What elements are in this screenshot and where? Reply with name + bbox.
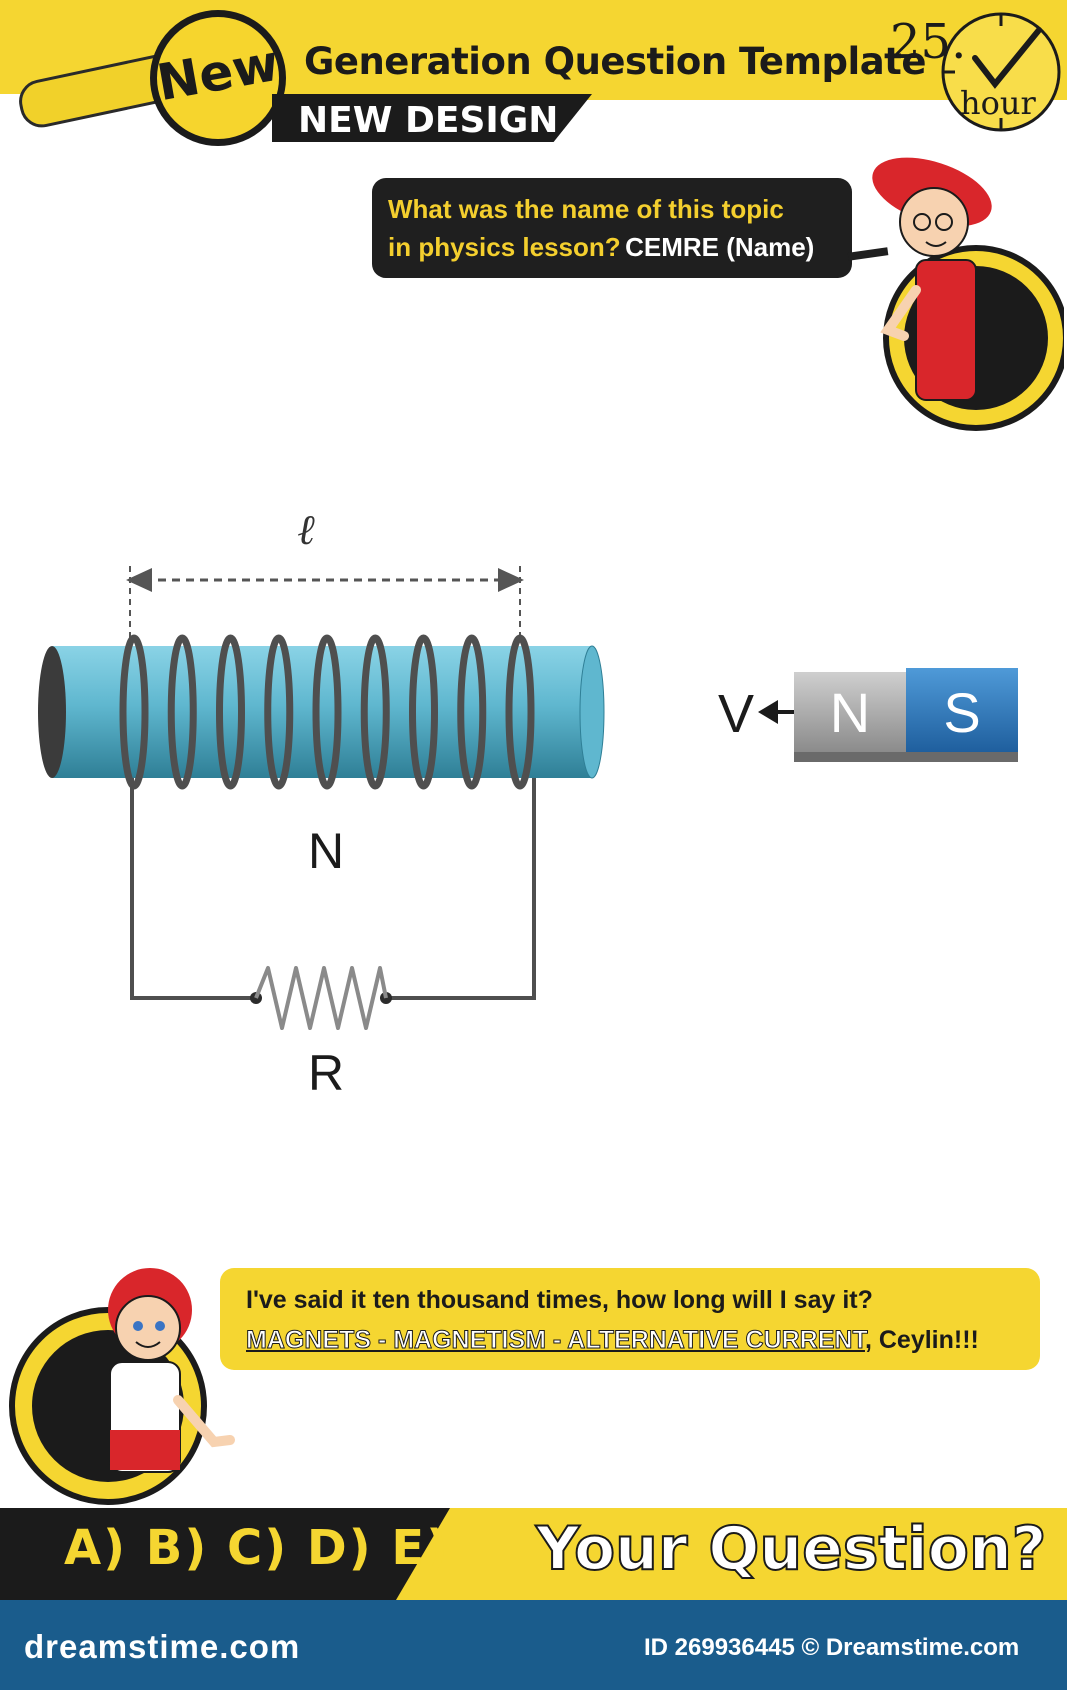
girl-character-icon (872, 157, 1064, 431)
coil-turn (167, 634, 197, 790)
length-label: ℓ (297, 505, 315, 554)
circuit-wire-right (386, 778, 536, 1000)
question-prompt: Your Question? (535, 1513, 1047, 1585)
boy-character-icon (9, 1268, 235, 1505)
resistor (254, 966, 388, 1030)
magnet-south (906, 668, 1018, 752)
arrow-right-icon (498, 568, 524, 592)
answer-bubble: I've said it ten thousand times, how lon… (220, 1268, 1040, 1370)
question-bubble: What was the name of this topic in physi… (372, 178, 852, 278)
magnet-south-label: S (943, 681, 980, 744)
coil-turn (409, 634, 438, 790)
coil-turn (216, 634, 245, 790)
answer-options-dark (0, 1508, 450, 1600)
answer-line-1: I've said it ten thousand times, how lon… (246, 1286, 873, 1314)
credit-site: dreamstime.com (24, 1628, 301, 1665)
coil (119, 634, 535, 790)
circuit-wire-left (130, 778, 256, 1000)
header-stripe (120, 94, 1067, 100)
solenoid-diagram: ℓ N R V N S (38, 505, 1018, 1101)
answer-options: A) B) C) D) E) (64, 1520, 451, 1576)
velocity-label: V (718, 684, 754, 744)
clock-icon (941, 12, 1061, 132)
core-end-face (38, 646, 66, 778)
magnifier-icon (150, 10, 286, 146)
page-subtitle: NEW DESIGN (298, 100, 559, 141)
page-title: Generation Question Template (304, 40, 926, 83)
coil-turn (457, 634, 487, 790)
coil-turn (264, 634, 294, 790)
arrow-left-icon (758, 700, 778, 724)
answer-topics: MAGNETS - MAGNETISM - ALTERNATIVE CURREN… (246, 1326, 866, 1355)
coil-turn (312, 634, 342, 790)
character-name: CEMRE (Name) (625, 232, 815, 262)
magnet-north-label: N (830, 681, 870, 744)
lesson-unit: hour (960, 84, 1036, 122)
turns-label: N (308, 823, 344, 879)
coil-turn (505, 634, 535, 790)
lesson-number: 25. (890, 14, 967, 70)
coil-turn (360, 634, 390, 790)
checkmark-icon (972, 27, 1042, 89)
subtitle-bar (272, 94, 592, 142)
arrow-left-icon (126, 568, 152, 592)
resistor-label: R (308, 1045, 344, 1101)
answer-suffix: , Ceylin!!! (864, 1326, 979, 1354)
credit-id: ID 269936445 © Dreamstime.com (644, 1634, 1020, 1661)
magnet-north (794, 672, 906, 752)
credit-bar (0, 1600, 1067, 1690)
question-line-2: in physics lesson? (388, 232, 621, 262)
question-line-1: What was the name of this topic (388, 194, 784, 224)
